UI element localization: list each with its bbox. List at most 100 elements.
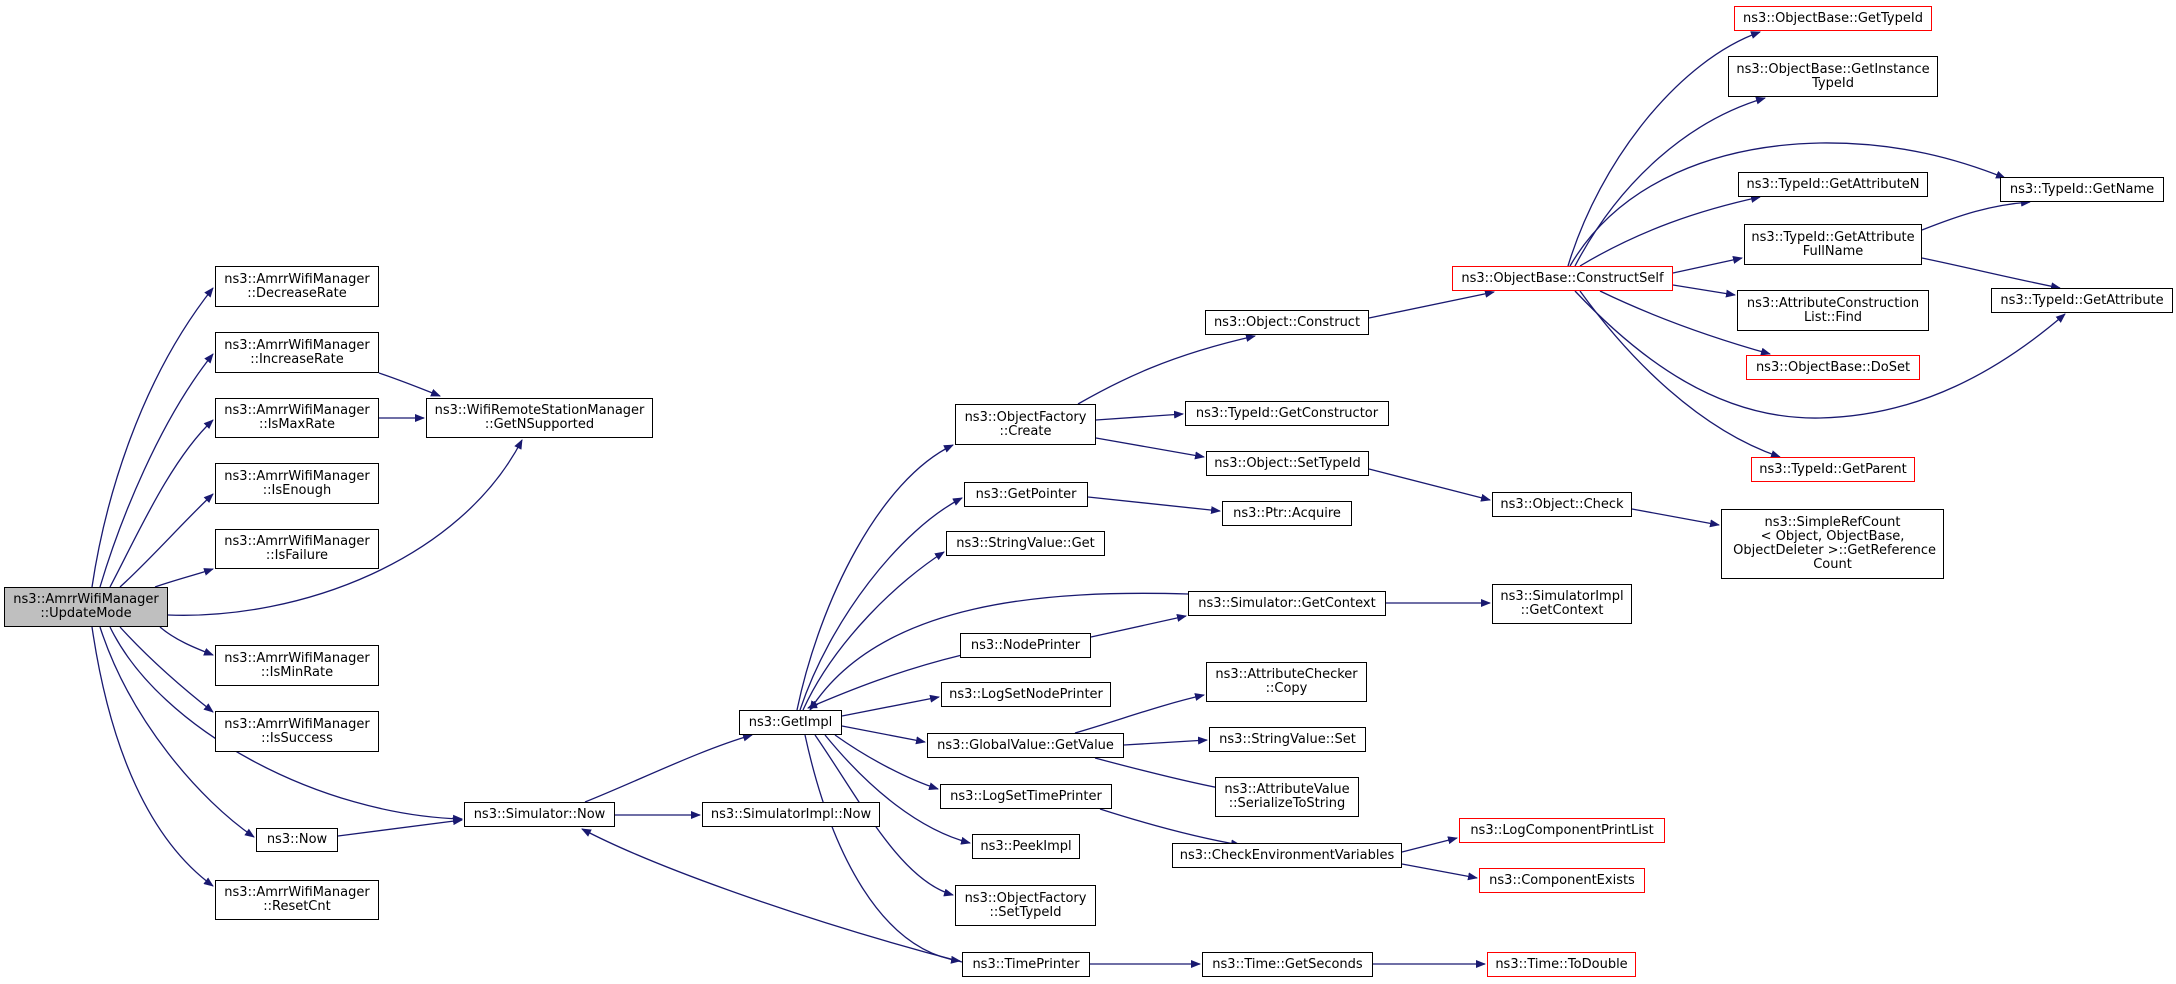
node-logsettimeprinter[interactable]: ns3::LogSetTimePrinter: [940, 784, 1112, 809]
node-amrr-ismaxrate[interactable]: ns3::AmrrWifiManager ::IsMaxRate: [215, 398, 379, 438]
node-globalvalue-getvalue[interactable]: ns3::GlobalValue::GetValue: [927, 733, 1124, 758]
node-objectfactory-create[interactable]: ns3::ObjectFactory ::Create: [955, 404, 1096, 445]
node-stringvalue-get[interactable]: ns3::StringValue::Get: [946, 531, 1105, 556]
edge-gvget-strset: [1123, 736, 1208, 746]
node-amrr-isenough[interactable]: ns3::AmrrWifiManager ::IsEnough: [215, 463, 379, 504]
node-objectfactory-settypeid[interactable]: ns3::ObjectFactory ::SetTypeId: [955, 885, 1096, 926]
node-time-todouble[interactable]: ns3::Time::ToDouble: [1487, 952, 1636, 977]
node-amrr-decreaserate[interactable]: ns3::AmrrWifiManager ::DecreaseRate: [215, 266, 379, 307]
node-peekimpl[interactable]: ns3::PeekImpl: [972, 834, 1080, 859]
edge-root-isminrate: [159, 626, 214, 656]
node-time-getseconds[interactable]: ns3::Time::GetSeconds: [1202, 952, 1373, 977]
node-amrr-resetcnt[interactable]: ns3::AmrrWifiManager ::ResetCnt: [215, 880, 379, 920]
edge-obconstructself-gettypeid: [1567, 31, 1761, 267]
node-amrr-increaserate[interactable]: ns3::AmrrWifiManager ::IncreaseRate: [215, 332, 379, 373]
edge-ofcreate-tidgetctor: [1095, 410, 1184, 421]
edge-obconstructself-doset: [1599, 290, 1771, 356]
node-typeid-getattribute[interactable]: ns3::TypeId::GetAttribute: [1991, 288, 2173, 313]
edge-root-now: [99, 626, 255, 838]
edge-getimpl-logsettime: [834, 734, 939, 791]
edge-root-isfailure: [154, 568, 214, 588]
edge-ofcreate-objsettype: [1095, 437, 1205, 460]
node-typeid-getconstructor[interactable]: ns3::TypeId::GetConstructor: [1185, 401, 1389, 426]
edge-obconstructself-getparent: [1579, 290, 1781, 458]
edge-root-simnow: [109, 626, 463, 823]
node-attributevalue-serializetostring[interactable]: ns3::AttributeValue ::SerializeToString: [1215, 777, 1359, 817]
node-typeid-getattributen[interactable]: ns3::TypeId::GetAttributeN: [1738, 172, 1928, 197]
edge-logsettime-checkenv: [1099, 808, 1241, 848]
node-getnsupported[interactable]: ns3::WifiRemoteStationManager ::GetNSupp…: [426, 398, 653, 438]
node-object-check[interactable]: ns3::Object::Check: [1492, 492, 1632, 517]
edge-objconstruct-obconstructself: [1368, 289, 1495, 319]
edge-obconstructself-getattrn: [1579, 194, 1761, 267]
edge-root-isenough: [119, 493, 214, 588]
node-nodeprinter[interactable]: ns3::NodePrinter: [960, 633, 1091, 658]
edge-root-increaserate: [99, 353, 214, 588]
edge-getptr-ptracquire: [1087, 496, 1221, 515]
node-object-construct[interactable]: ns3::Object::Construct: [1205, 310, 1369, 335]
node-ns3-now[interactable]: ns3::Now: [256, 828, 338, 852]
node-objectbase-gettypeid[interactable]: ns3::ObjectBase::GetTypeId: [1734, 6, 1932, 31]
edge-getimpl-gvget: [841, 725, 926, 745]
node-simulatorimpl-getcontext[interactable]: ns3::SimulatorImpl ::GetContext: [1492, 584, 1632, 624]
node-amrr-isminrate[interactable]: ns3::AmrrWifiManager ::IsMinRate: [215, 645, 379, 686]
node-amrr-isfailure[interactable]: ns3::AmrrWifiManager ::IsFailure: [215, 529, 379, 569]
edge-gvget-acheckcopy: [1074, 693, 1205, 734]
edge-root-decreaserate: [91, 287, 214, 588]
edge-getimpl-strget: [802, 551, 945, 711]
edge-getimpl-getptr: [799, 497, 963, 711]
edge-root-getnsupported: [167, 439, 523, 616]
node-simplerefcount-getreferencecount[interactable]: ns3::SimpleRefCount < Object, ObjectBase…: [1721, 509, 1944, 579]
node-timeprinter[interactable]: ns3::TimePrinter: [962, 952, 1090, 977]
node-stringvalue-set[interactable]: ns3::StringValue::Set: [1209, 727, 1366, 752]
node-typeid-getattributefullname[interactable]: ns3::TypeId::GetAttribute FullName: [1744, 224, 1922, 265]
node-objectbase-doset[interactable]: ns3::ObjectBase::DoSet: [1746, 355, 1920, 380]
edge-simnow-getimpl: [584, 733, 753, 803]
edge-getimpl-ofcreate: [796, 444, 954, 711]
edge-timeprinter-simnow: [581, 828, 963, 963]
edge-checkenv-compexists: [1401, 863, 1478, 881]
node-objectbase-getinstancetypeid[interactable]: ns3::ObjectBase::GetInstance TypeId: [1728, 56, 1938, 97]
node-getimpl[interactable]: ns3::GetImpl: [739, 710, 842, 735]
node-ptr-acquire[interactable]: ns3::Ptr::Acquire: [1222, 501, 1352, 526]
node-componentexists[interactable]: ns3::ComponentExists: [1479, 868, 1645, 893]
node-checkenvironmentvariables[interactable]: ns3::CheckEnvironmentVariables: [1172, 843, 1402, 868]
edge-obconstructself-getname: [1569, 142, 2006, 267]
node-getpointer[interactable]: ns3::GetPointer: [964, 482, 1088, 507]
edge-getimpl-timeprinter: [804, 734, 961, 964]
edge-getimpl-logsetnode: [841, 694, 940, 717]
edge-ofcreate-objconstruct: [1077, 334, 1256, 405]
node-logsetnodeprinter[interactable]: ns3::LogSetNodePrinter: [941, 682, 1111, 707]
edge-root-issuccess: [119, 626, 214, 713]
edge-root-ismaxrate: [109, 419, 214, 588]
node-simulator-getcontext[interactable]: ns3::Simulator::GetContext: [1188, 591, 1386, 616]
edge-simgetctx-getimpl: [809, 592, 1189, 711]
edge-now-simnow: [337, 817, 463, 837]
node-simulator-now[interactable]: ns3::Simulator::Now: [464, 802, 615, 827]
edge-getimpl-peekimpl: [824, 734, 971, 845]
node-amrr-updatemode: ns3::AmrrWifiManager ::UpdateMode: [4, 587, 168, 627]
edge-nodeprinter-getimpl: [807, 654, 963, 709]
edge-obconstructself-acfind: [1672, 284, 1736, 298]
edge-objsettype-objcheck: [1368, 468, 1491, 502]
node-object-settypeid[interactable]: ns3::Object::SetTypeId: [1206, 451, 1369, 476]
node-attributeconstructionlist-find[interactable]: ns3::AttributeConstruction List::Find: [1737, 290, 1929, 331]
edge-objcheck-srcgetref: [1631, 508, 1720, 528]
node-typeid-getparent[interactable]: ns3::TypeId::GetParent: [1751, 457, 1915, 482]
edge-gvget-avser: [1094, 757, 1231, 793]
edge-obconstructself-getattrfull: [1672, 256, 1743, 274]
edge-root-resetcnt: [91, 626, 214, 887]
edge-incr-getns: [378, 372, 441, 397]
edge-obconstructself-getattr: [1574, 290, 2066, 419]
edge-checkenv-logcompprint: [1401, 836, 1458, 853]
edge-getattrfull-getattr: [1921, 257, 2061, 291]
node-attributechecker-copy[interactable]: ns3::AttributeChecker ::Copy: [1206, 662, 1367, 702]
edge-getimpl-ofsettype: [814, 734, 954, 897]
edge-obconstructself-getinst: [1574, 96, 1766, 267]
edge-getattrfull-getname: [1921, 198, 2031, 231]
node-simulatorimpl-now[interactable]: ns3::SimulatorImpl::Now: [702, 802, 880, 827]
node-logcomponentprintlist[interactable]: ns3::LogComponentPrintList: [1459, 818, 1665, 843]
node-typeid-getname[interactable]: ns3::TypeId::GetName: [2000, 177, 2164, 202]
node-objectbase-constructself[interactable]: ns3::ObjectBase::ConstructSelf: [1452, 266, 1673, 291]
node-amrr-issuccess[interactable]: ns3::AmrrWifiManager ::IsSuccess: [215, 711, 379, 752]
